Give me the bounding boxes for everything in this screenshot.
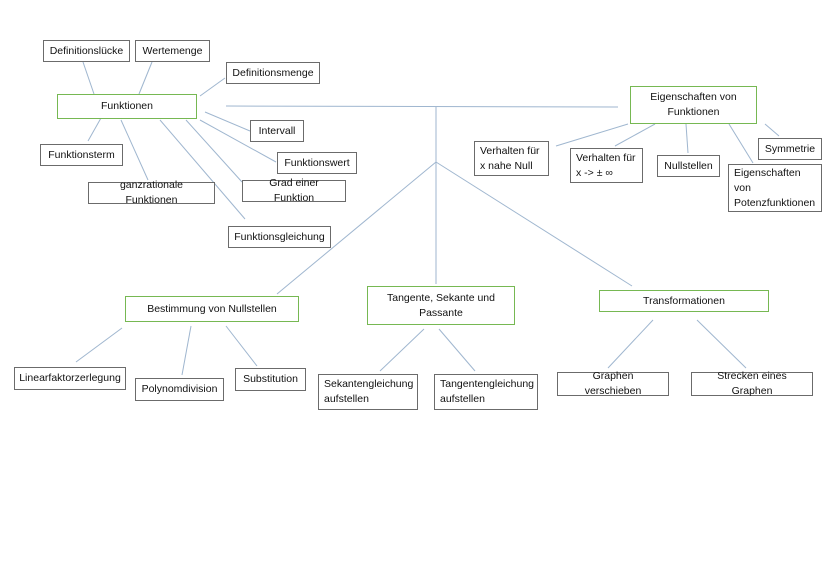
edge-tangente-tangentengleichung [438, 328, 476, 372]
node-eigenschaften-potenzfunktionen: Eigenschaften von Potenzfunktionen [728, 164, 822, 212]
edge-transformationen-verschieben [607, 319, 654, 369]
edge-bestimmung-polynomdivision [181, 325, 192, 376]
node-nullstellen: Nullstellen [657, 155, 720, 177]
node-funktionen: Funktionen [57, 94, 197, 119]
node-symmetrie: Symmetrie [758, 138, 822, 160]
node-verhalten-x-nahe-null: Verhalten für x nahe Null [474, 141, 549, 176]
node-funktionsterm: Funktionsterm [40, 144, 123, 166]
edge-transformationen-strecken [696, 319, 747, 369]
node-definitionsmenge: Definitionsmenge [226, 62, 320, 84]
edge-funktionen-funktionsterm [87, 117, 102, 142]
node-grad-einer-funktion: Grad einer Funktion [242, 177, 346, 204]
edge-bestimmung-substitution [225, 325, 258, 367]
edge-eigenschaften-potenzfunktionen [728, 123, 754, 164]
edge-funktionen-ganzrationale [120, 119, 149, 181]
edge-eigenschaften-verhalten-null [555, 123, 629, 147]
node-funktionswert: Funktionswert [277, 152, 357, 174]
node-eigenschaften-von-funktionen: Eigenschaften von Funktionen [630, 86, 757, 124]
edge-funktionen-funktionswert [199, 119, 277, 163]
edge-funktionen-intervall [204, 111, 251, 132]
node-verhalten-x-unendlich: Verhalten für x -> ± ∞ [570, 148, 643, 183]
edge-hub-transformationen [435, 161, 633, 287]
node-intervall: Intervall [250, 120, 304, 142]
edge-hub-bestimmung [276, 161, 437, 295]
node-tangente-sekante-passante: Tangente, Sekante und Passante [367, 286, 515, 325]
node-tangentengleichung-aufstellen: Tangentengleichung aufstellen [434, 374, 538, 410]
node-polynomdivision: Polynomdivision [135, 378, 224, 401]
node-ganzrationale-funktionen: ganzrationale Funktionen [88, 179, 215, 206]
node-linearfaktorzerlegung: Linearfaktorzerlegung [14, 367, 126, 390]
edge-hub-funktionen-eigenschaften [225, 105, 619, 108]
edge-funktionen-funktionsgleichung [159, 119, 246, 220]
node-bestimmung-von-nullstellen: Bestimmung von Nullstellen [125, 296, 299, 322]
node-funktionsgleichung: Funktionsgleichung [228, 226, 331, 248]
node-sekantengleichung-aufstellen: Sekantengleichung aufstellen [318, 374, 418, 410]
node-substitution: Substitution [235, 368, 306, 391]
edge-funktionen-definitionsmenge [199, 77, 226, 97]
node-graphen-verschieben: Graphen verschieben [557, 370, 669, 397]
edge-funktionen-grad [185, 119, 243, 183]
node-definitionsluecke: Definitionslücke [43, 40, 130, 62]
node-strecken-eines-graphen: Strecken eines Graphen [691, 370, 813, 397]
node-transformationen: Transformationen [599, 290, 769, 312]
edge-eigenschaften-verhalten-unendlich [614, 123, 656, 147]
edge-funktionen-wertemenge [138, 61, 153, 95]
node-wertemenge: Wertemenge [135, 40, 210, 62]
edge-funktionen-definitionsluecke [82, 61, 95, 95]
edge-eigenschaften-nullstellen [685, 123, 689, 154]
edge-bestimmung-linearfaktor [75, 327, 123, 363]
edge-eigenschaften-symmetrie [764, 123, 780, 137]
edge-tangente-sekantengleichung [379, 328, 425, 372]
